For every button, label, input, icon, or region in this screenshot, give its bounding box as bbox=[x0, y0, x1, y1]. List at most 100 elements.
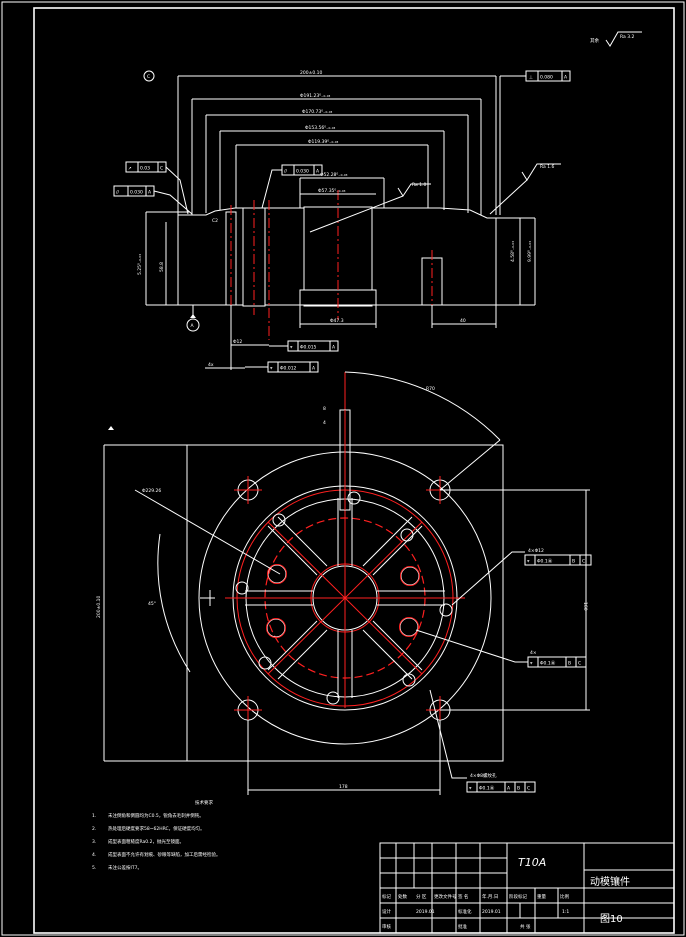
svg-text:C: C bbox=[527, 786, 530, 792]
svg-text:1:1: 1:1 bbox=[562, 909, 569, 915]
svg-text:3.: 3. bbox=[92, 839, 96, 845]
svg-text:160: 160 bbox=[582, 602, 588, 611]
svg-text:200±0.10: 200±0.10 bbox=[300, 70, 323, 76]
svg-text:9.99⁰₋₀.₀₃: 9.99⁰₋₀.₀₃ bbox=[527, 241, 533, 262]
plan-view: R70 45° Φ229.26 200±0.10 178 160 8 4 bbox=[96, 371, 592, 795]
svg-text://: // bbox=[284, 169, 288, 175]
roughness-symbol: 其余 Ra 3.2 bbox=[590, 31, 642, 47]
fcf-pos-pin bbox=[269, 340, 339, 352]
fcf-flatness bbox=[499, 70, 571, 215]
svg-text:更改文件号: 更改文件号 bbox=[434, 893, 457, 900]
svg-text:58.8: 58.8 bbox=[159, 262, 165, 272]
svg-text:178: 178 bbox=[339, 784, 348, 790]
svg-text:Φ0.015: Φ0.015 bbox=[300, 345, 317, 351]
svg-text:签 名: 签 名 bbox=[458, 893, 468, 900]
svg-text:⊥: ⊥ bbox=[529, 75, 533, 81]
svg-text:分 区: 分 区 bbox=[416, 893, 427, 900]
svg-text:A: A bbox=[312, 366, 316, 372]
svg-text:设计: 设计 bbox=[382, 908, 391, 915]
svg-text:Φ0.1Ⓜ: Φ0.1Ⓜ bbox=[540, 660, 556, 667]
svg-text:⌖: ⌖ bbox=[469, 787, 472, 792]
svg-text:45°: 45° bbox=[148, 601, 156, 607]
svg-text:Φ52.28⁰₋₀.₀₃: Φ52.28⁰₋₀.₀₃ bbox=[320, 172, 348, 178]
svg-text:Φ0.1Ⓜ: Φ0.1Ⓜ bbox=[479, 785, 495, 792]
svg-text:标准化: 标准化 bbox=[458, 908, 472, 915]
svg-text:热处理后硬度要求58~62HRC，保证硬度均匀。: 热处理后硬度要求58~62HRC，保证硬度均匀。 bbox=[108, 825, 205, 832]
svg-text:0.03: 0.03 bbox=[140, 166, 150, 172]
svg-text:比例: 比例 bbox=[560, 893, 569, 900]
svg-text:Φ170.73⁰₋₀.₀₃: Φ170.73⁰₋₀.₀₃ bbox=[302, 109, 333, 115]
svg-text:未注倒角和倒圆均为C0.5，锐角去毛刺并倒钝。: 未注倒角和倒圆均为C0.5，锐角去毛刺并倒钝。 bbox=[108, 812, 204, 819]
svg-text:4×: 4× bbox=[530, 650, 537, 656]
svg-text:4.: 4. bbox=[92, 852, 96, 858]
svg-text:Φ0.1Ⓜ: Φ0.1Ⓜ bbox=[537, 558, 553, 565]
svg-text:4x: 4x bbox=[208, 362, 214, 368]
svg-text:A: A bbox=[191, 323, 195, 329]
svg-text:技术要求: 技术要求 bbox=[195, 799, 213, 806]
svg-text:C: C bbox=[582, 559, 585, 565]
title-rows: 标记 处数 分 区 更改文件号 签 名 年.月.日 设计 2019.01 标准化… bbox=[382, 893, 569, 930]
svg-text:R70: R70 bbox=[426, 386, 435, 392]
svg-text:Φ119.39⁰₋₀.₀₃: Φ119.39⁰₋₀.₀₃ bbox=[308, 139, 339, 145]
svg-text:⌖: ⌖ bbox=[527, 560, 530, 565]
datum-a-marker: A bbox=[186, 305, 200, 332]
svg-text:⌖: ⌖ bbox=[290, 346, 293, 351]
svg-text://: // bbox=[116, 190, 120, 196]
svg-text:0.030: 0.030 bbox=[130, 190, 143, 196]
spokes bbox=[245, 498, 445, 698]
svg-text:A: A bbox=[316, 169, 320, 175]
svg-text:40: 40 bbox=[460, 318, 466, 324]
corner-holes bbox=[234, 476, 454, 724]
svg-text:Φ153.56⁰₋₀.₀₃: Φ153.56⁰₋₀.₀₃ bbox=[305, 125, 336, 131]
fcf-par-top bbox=[261, 164, 323, 209]
section-view: 200±0.10 Φ191.23⁰₋₀.₀₃ Φ170.73⁰₋₀.₀₃ Φ15… bbox=[113, 70, 571, 373]
svg-text:审核: 审核 bbox=[382, 923, 391, 930]
svg-text:2.: 2. bbox=[92, 826, 96, 832]
svg-text:Φ57.35⁰₋₀.₀₃: Φ57.35⁰₋₀.₀₃ bbox=[318, 188, 346, 194]
svg-text:4: 4 bbox=[323, 420, 326, 426]
svg-text:Φ47.3: Φ47.3 bbox=[330, 318, 344, 324]
inner-frame bbox=[33, 7, 675, 934]
svg-text:2019.01: 2019.01 bbox=[416, 909, 435, 915]
svg-text:1.: 1. bbox=[92, 813, 96, 819]
fcf-perp-left bbox=[125, 161, 189, 215]
part-name: 动模镶件 bbox=[590, 875, 630, 888]
svg-text:A: A bbox=[148, 190, 152, 196]
svg-text:A: A bbox=[507, 786, 511, 792]
svg-text:其余: 其余 bbox=[590, 37, 599, 44]
svg-text:B: B bbox=[517, 786, 520, 792]
svg-text:⌖: ⌖ bbox=[270, 367, 273, 372]
fcf-pos-pin2 bbox=[245, 361, 319, 373]
svg-text:4×Φ12: 4×Φ12 bbox=[528, 548, 544, 554]
svg-text:Φ229.26: Φ229.26 bbox=[142, 488, 161, 494]
svg-text:0.030: 0.030 bbox=[296, 169, 309, 175]
svg-text:Ra 3.2: Ra 3.2 bbox=[620, 34, 635, 40]
svg-text:成型表面不允许有划痕、砂眼等缺陷，加工后需经检验。: 成型表面不允许有划痕、砂眼等缺陷，加工后需经检验。 bbox=[108, 851, 221, 858]
fcf-par-left bbox=[113, 185, 193, 215]
svg-text:Φ12: Φ12 bbox=[233, 339, 242, 345]
svg-text:4.58⁰₋₀.₀₃: 4.58⁰₋₀.₀₃ bbox=[510, 241, 516, 262]
svg-text:C: C bbox=[578, 661, 581, 667]
fcf-holes-c bbox=[429, 689, 536, 793]
svg-text:B: B bbox=[572, 559, 575, 565]
svg-text:Ra 1.6: Ra 1.6 bbox=[540, 164, 555, 170]
svg-text:C2: C2 bbox=[212, 218, 218, 224]
svg-text:↗: ↗ bbox=[128, 167, 132, 172]
fcf-holes-a bbox=[451, 551, 592, 606]
svg-text:Φ191.23⁰₋₀.₀₃: Φ191.23⁰₋₀.₀₃ bbox=[300, 93, 331, 99]
svg-text:处数: 处数 bbox=[398, 893, 407, 900]
svg-text:4×Φ8螺纹孔: 4×Φ8螺纹孔 bbox=[470, 772, 497, 779]
svg-text:Φ0.012: Φ0.012 bbox=[280, 366, 297, 372]
svg-text:共 张: 共 张 bbox=[520, 923, 531, 930]
svg-text:0.080: 0.080 bbox=[540, 75, 553, 81]
svg-text:阶段标记: 阶段标记 bbox=[509, 893, 527, 900]
svg-text:批准: 批准 bbox=[458, 923, 467, 930]
inner-holes bbox=[235, 491, 453, 705]
svg-text:重量: 重量 bbox=[537, 893, 546, 900]
svg-text:C: C bbox=[160, 166, 163, 172]
svg-text:成型表面粗糙度Ra0.2，抛光至镜面。: 成型表面粗糙度Ra0.2，抛光至镜面。 bbox=[108, 838, 184, 845]
svg-text:B: B bbox=[568, 661, 571, 667]
title-block bbox=[379, 842, 675, 934]
